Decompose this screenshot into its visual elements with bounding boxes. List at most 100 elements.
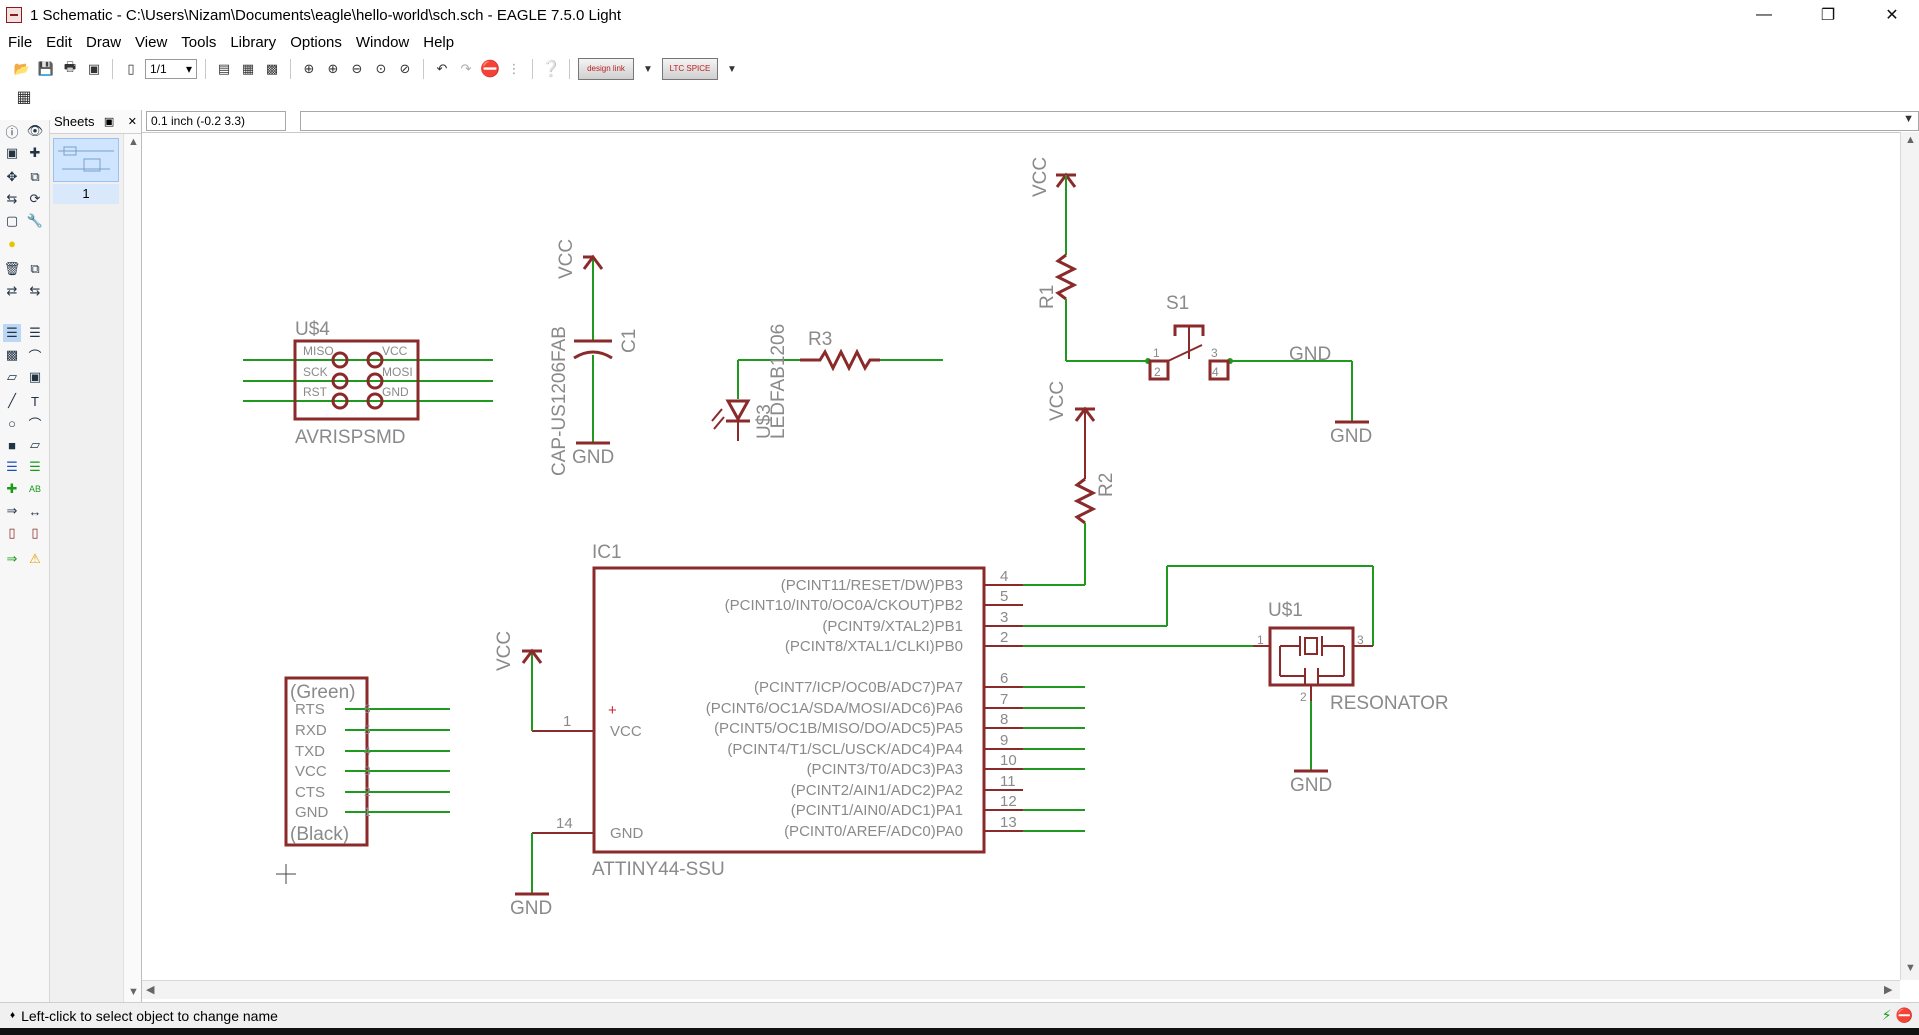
chevron-down-icon[interactable]: ▼ (1903, 113, 1914, 125)
rotate-icon[interactable]: ⟳ (29, 191, 41, 206)
part-c1[interactable]: VCC C1 CAP-US1206FAB GND (549, 239, 640, 476)
wire-icon[interactable]: ╱ (8, 393, 16, 408)
close-icon[interactable]: ✕ (1885, 7, 1899, 24)
go-icon[interactable]: ⋮ (507, 61, 521, 76)
net-icon[interactable]: ☰ (29, 459, 41, 474)
part-ic1[interactable]: IC1 ATTINY44-SSU VCC GND + 1 14 VCC GND … (494, 542, 1374, 919)
change-icon[interactable]: 🔧 (26, 213, 44, 228)
pin-icon[interactable]: ▣ (103, 116, 115, 128)
design-link-button[interactable]: design link (578, 58, 634, 80)
close-icon[interactable]: ✕ (127, 116, 137, 128)
ic1-pin-name: (PCINT0/AREF/ADC0)PA0 (784, 823, 963, 840)
scroll-up-icon[interactable]: ▲ (128, 136, 139, 148)
chevron-down-icon[interactable]: ▼ (643, 63, 653, 75)
mirror-icon[interactable]: ⇆ (6, 191, 18, 206)
lightning-icon[interactable]: ⚡ (1881, 1007, 1892, 1023)
menu-options[interactable]: Options (290, 33, 342, 51)
canvas-vertical-scrollbar[interactable]: ▲ ▼ (1900, 132, 1919, 980)
name-icon[interactable]: ☰ (3, 324, 21, 342)
miter-icon[interactable]: ⌒ (28, 348, 42, 364)
pinswap-icon[interactable]: ⇄ (6, 283, 18, 298)
text-icon[interactable]: T (31, 393, 39, 409)
warning-icon[interactable]: ⚠ (29, 551, 41, 566)
stop-icon[interactable]: ⛔ (1895, 1007, 1913, 1023)
cam-icon[interactable]: ▣ (87, 61, 101, 76)
undo-icon[interactable]: ↶ (436, 61, 448, 76)
sheets-scrollbar[interactable]: ▲ ▼ (123, 134, 141, 1002)
polygon-icon[interactable]: ▱ (30, 437, 40, 452)
chevron-down-icon[interactable]: ▼ (727, 63, 737, 75)
scroll-down-icon[interactable]: ▼ (128, 986, 139, 998)
zoom-out-icon[interactable]: ⊖ (351, 61, 363, 76)
scroll-right-icon[interactable]: ▶ (1884, 984, 1893, 996)
arc-icon[interactable]: ⌒ (28, 416, 42, 432)
script-icon[interactable]: ▤ (217, 61, 231, 76)
zoom-select-icon[interactable]: ⊘ (399, 61, 411, 76)
replace-icon[interactable]: ⇆ (29, 283, 41, 298)
copy-icon[interactable]: ⧉ (30, 169, 40, 184)
part-r2[interactable]: VCC R2 (1047, 381, 1117, 585)
dimension-icon[interactable]: ↔ (28, 503, 42, 519)
minimize-icon[interactable]: — (1756, 6, 1772, 23)
part-u4[interactable]: U$4 AVRISPSMD MISO SCK RST VCC MOSI GND (243, 319, 493, 448)
menu-window[interactable]: Window (355, 33, 410, 51)
info-icon[interactable]: ⓘ (5, 124, 19, 140)
smash-icon[interactable]: ▩ (5, 347, 19, 362)
scroll-down-icon[interactable]: ▼ (1905, 962, 1916, 974)
scroll-left-icon[interactable]: ◀ (146, 984, 155, 996)
save-icon[interactable]: 💾 (37, 61, 55, 76)
value-icon[interactable]: ☰ (29, 325, 41, 340)
invoke-icon[interactable]: ▣ (28, 369, 42, 384)
part-r3-led[interactable]: R3 U$3 LEDFAB1206 (711, 324, 943, 441)
zoom-redraw-icon[interactable]: ⊙ (375, 61, 387, 76)
menu-view[interactable]: View (135, 33, 168, 51)
ltspice-button[interactable]: LTC SPICE (662, 58, 718, 80)
paste-icon[interactable]: ● (8, 235, 16, 251)
redo-icon[interactable]: ↷ (460, 61, 472, 76)
use-library-icon[interactable]: ▩ (265, 61, 279, 76)
show-icon[interactable]: 👁 (26, 123, 44, 138)
move-icon[interactable]: ✥ (6, 169, 18, 184)
split-icon[interactable]: ▱ (7, 369, 17, 384)
zoom-in-icon[interactable]: ⊕ (327, 61, 339, 76)
menu-file[interactable]: File (8, 33, 33, 51)
menu-draw[interactable]: Draw (86, 33, 122, 51)
board-icon[interactable]: ▦ (241, 61, 255, 76)
schematic-canvas[interactable]: U$4 AVRISPSMD MISO SCK RST VCC MOSI GND … (142, 132, 1900, 980)
bus-icon[interactable]: ☰ (6, 459, 18, 474)
frame-icon[interactable]: ▯ (8, 525, 16, 540)
grid-icon[interactable]: ▦ (16, 89, 32, 106)
add-icon[interactable]: ⧉ (30, 261, 40, 276)
delete-icon[interactable]: 🗑 (3, 261, 21, 276)
sheet-select[interactable]: 1/1▾ (145, 59, 197, 79)
mark-icon[interactable]: ✚ (29, 145, 41, 160)
part-u1[interactable]: U$1 RESONATOR 1 2 3 GND (1253, 600, 1449, 796)
menu-edit[interactable]: Edit (46, 33, 73, 51)
sheet-number[interactable]: 1 (53, 184, 119, 204)
erc-icon[interactable]: ⇒ (6, 551, 18, 566)
menu-library[interactable]: Library (230, 33, 277, 51)
sheet-thumbnail[interactable] (53, 138, 119, 182)
gate-icon[interactable]: ▯ (31, 525, 39, 540)
rect-icon[interactable]: ■ (8, 437, 16, 453)
circle-icon[interactable]: ○ (8, 415, 16, 431)
print-icon[interactable]: 🖶 (63, 59, 77, 74)
menu-help[interactable]: Help (423, 33, 455, 51)
display-icon[interactable]: ▣ (5, 145, 19, 160)
zoom-fit-icon[interactable]: ⊕ (303, 61, 315, 76)
label-icon[interactable]: AB (28, 484, 41, 494)
help-icon[interactable]: ❔ (541, 61, 561, 78)
open-icon[interactable]: 📂 (13, 61, 31, 76)
group-icon[interactable]: ▢ (5, 213, 19, 228)
restore-icon[interactable]: ❐ (1820, 7, 1836, 24)
part-r1-s1[interactable]: R1 VCC S1 1 2 3 4 GND GND (1030, 157, 1372, 447)
stop-icon[interactable]: ⛔ (480, 61, 500, 78)
scroll-up-icon[interactable]: ▲ (1905, 134, 1916, 146)
command-line-input[interactable]: ▼ (300, 111, 1919, 131)
menu-tools[interactable]: Tools (181, 33, 217, 51)
attribute-icon[interactable]: ⇒ (6, 503, 18, 518)
sheets-panel: Sheets ▣ ✕ 1 ▲ ▼ (50, 110, 142, 1002)
junction-icon[interactable]: ✚ (6, 481, 18, 496)
canvas-horizontal-scrollbar[interactable]: ◀ ▶ (142, 980, 1900, 999)
